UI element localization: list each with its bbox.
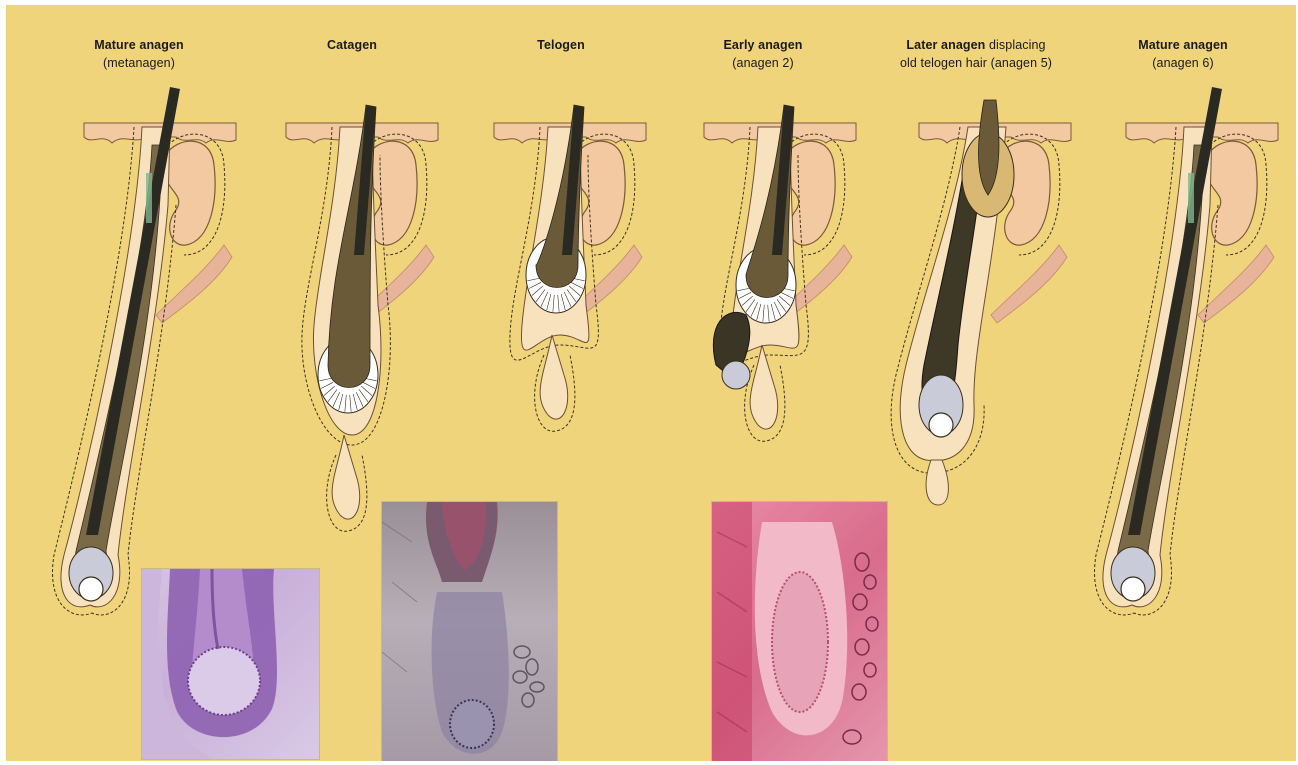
micrograph-anagen-bulb xyxy=(142,569,319,759)
stage-title-suffix: displacing xyxy=(985,38,1045,52)
stage-subtitle: old telogen hair (anagen 5) xyxy=(876,54,1076,72)
micrograph-catagen-club xyxy=(382,502,557,761)
micrograph-telogen-section xyxy=(712,502,887,761)
stage-subtitle: (anagen 2) xyxy=(663,54,863,72)
stage-title: Mature anagen xyxy=(39,36,239,54)
stage-subtitle: (metanagen) xyxy=(39,54,239,72)
stage-label-catagen: Catagen xyxy=(252,36,452,54)
follicle-mature-anagen-6 xyxy=(1095,87,1278,615)
stage-label-telogen: Telogen xyxy=(461,36,661,54)
stage-title: Telogen xyxy=(461,36,661,54)
follicle-later-anagen xyxy=(891,100,1071,505)
stage-title: Early anagen xyxy=(663,36,863,54)
stage-label-mature-anagen-6: Mature anagen (anagen 6) xyxy=(1083,36,1283,72)
stage-title: Mature anagen xyxy=(1083,36,1283,54)
follicle-early-anagen xyxy=(704,105,856,441)
stage-label-early-anagen: Early anagen (anagen 2) xyxy=(663,36,863,72)
stage-label-mature-anagen: Mature anagen (metanagen) xyxy=(39,36,239,72)
stage-title: Catagen xyxy=(252,36,452,54)
follicle-catagen xyxy=(286,105,438,531)
follicle-mature-anagen xyxy=(53,87,236,615)
stage-subtitle: (anagen 6) xyxy=(1083,54,1283,72)
follicle-telogen xyxy=(494,105,646,431)
stage-title: Later anagen xyxy=(906,38,985,52)
hair-cycle-figure: Mature anagen (metanagen) Catagen Teloge… xyxy=(6,5,1296,761)
stage-label-later-anagen: Later anagen displacing old telogen hair… xyxy=(876,36,1076,72)
